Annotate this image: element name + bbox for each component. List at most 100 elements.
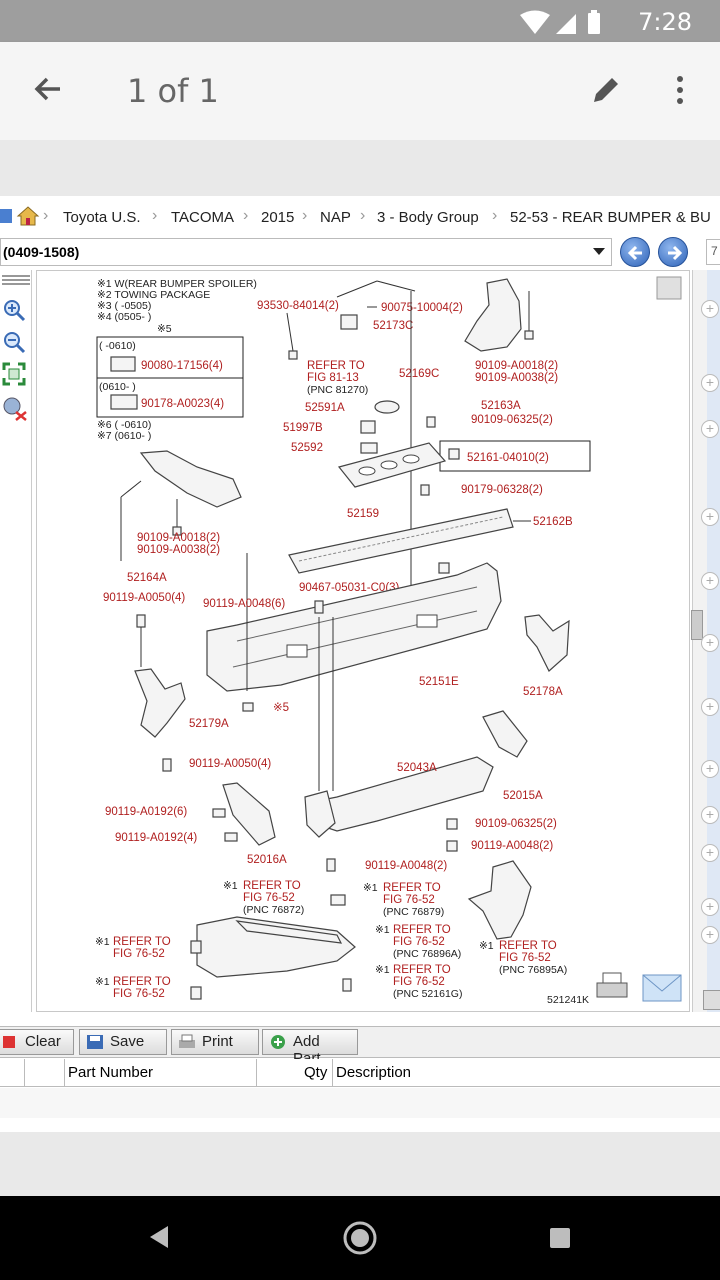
nav-back-icon[interactable] [146, 1222, 174, 1257]
refer-text[interactable]: FIG 76-52 [383, 894, 435, 906]
expand-icon[interactable]: + [701, 508, 719, 526]
breadcrumb-item[interactable]: Toyota U.S. [63, 209, 141, 226]
part-label[interactable]: 52016A [247, 854, 287, 866]
refer-text[interactable]: FIG 76-52 [113, 948, 165, 960]
email-icon[interactable] [642, 974, 682, 1002]
part-label[interactable]: 90075-10004(2) [381, 302, 463, 314]
legend-part[interactable]: 90178-A0023(4) [141, 398, 224, 410]
arrow-left-icon[interactable] [30, 74, 66, 109]
pen-icon[interactable] [588, 72, 624, 113]
refer-text[interactable]: FIG 76-52 [393, 936, 445, 948]
collapse-panel-handle[interactable] [691, 610, 703, 640]
fullscreen-icon[interactable] [656, 276, 682, 300]
printer-icon[interactable] [596, 972, 628, 998]
part-label[interactable]: 52161-04010(2) [467, 452, 549, 464]
window-icon[interactable] [0, 206, 12, 230]
legend-part[interactable]: 90080-17156(4) [141, 360, 223, 372]
more-vert-icon[interactable] [672, 74, 688, 111]
expand-icon[interactable]: + [701, 698, 719, 716]
refer-text[interactable]: FIG 81-13 [307, 372, 359, 384]
expand-icon[interactable]: + [701, 806, 719, 824]
part-label[interactable]: 90119-A0050(4) [103, 592, 185, 604]
column-description[interactable]: Description [336, 1064, 412, 1081]
refer-text[interactable]: REFER TO [307, 360, 365, 372]
print-button[interactable]: Print [171, 1029, 259, 1055]
column-part-number[interactable]: Part Number [68, 1064, 154, 1081]
part-label[interactable]: 52179A [189, 718, 229, 730]
refer-text[interactable]: REFER TO [499, 940, 557, 952]
part-label[interactable]: 90119-A0048(2) [471, 840, 553, 852]
breadcrumb-item[interactable]: 52-53 - REAR BUMPER & BU [510, 209, 711, 226]
fit-screen-icon[interactable] [2, 362, 26, 386]
date-range-select[interactable]: (0409-1508) [0, 238, 612, 266]
prev-figure-button[interactable] [620, 237, 650, 267]
part-label[interactable]: 52151E [419, 676, 459, 688]
home-icon[interactable] [16, 205, 40, 231]
expand-icon[interactable]: + [701, 898, 719, 916]
scroll-left-arrow[interactable] [703, 990, 720, 1010]
nav-recents-icon[interactable] [548, 1226, 572, 1255]
breadcrumb-item[interactable]: TACOMA [171, 209, 235, 226]
part-label[interactable]: 52173C [373, 320, 413, 332]
part-label[interactable]: 52043A [397, 762, 437, 774]
refer-text[interactable]: REFER TO [393, 964, 451, 976]
part-label[interactable]: 51997B [283, 422, 323, 434]
part-label[interactable]: 52159 [347, 508, 379, 520]
breadcrumb-item[interactable]: 3 - Body Group [377, 209, 479, 226]
menu-lines-icon[interactable] [2, 274, 30, 288]
save-button[interactable]: Save [79, 1029, 167, 1055]
refer-text[interactable]: REFER TO [383, 882, 441, 894]
part-label[interactable]: 52169C [399, 368, 439, 380]
part-label[interactable]: 90109-06325(2) [471, 414, 553, 426]
refer-text[interactable]: FIG 76-52 [499, 952, 551, 964]
part-label[interactable]: 90119-A0192(4) [115, 832, 197, 844]
zoom-out-icon[interactable] [2, 330, 26, 354]
expand-icon[interactable]: + [701, 926, 719, 944]
column-qty[interactable]: Qty [304, 1064, 328, 1081]
part-label[interactable]: 90119-A0050(4) [189, 758, 271, 770]
part-label[interactable]: 90119-A0192(6) [105, 806, 187, 818]
refer-text[interactable]: REFER TO [393, 924, 451, 936]
refer-text[interactable]: REFER TO [113, 976, 171, 988]
part-label[interactable]: 90179-06328(2) [461, 484, 543, 496]
refer-text[interactable]: REFER TO [243, 880, 301, 892]
part-label[interactable]: 90109-A0038(2) [137, 544, 220, 556]
expand-icon[interactable]: + [701, 572, 719, 590]
refer-text[interactable]: REFER TO [113, 936, 171, 948]
parts-diagram[interactable]: ※1 W(REAR BUMPER SPOILER) ※2 TOWING PACK… [36, 270, 690, 1012]
part-label[interactable]: 52591A [305, 402, 345, 414]
expand-icon[interactable]: + [701, 844, 719, 862]
part-label[interactable]: 90109-A0018(2) [475, 360, 558, 372]
part-label[interactable]: 93530-84014(2) [257, 300, 339, 312]
reset-zoom-icon[interactable] [2, 396, 27, 421]
zoom-in-icon[interactable] [2, 298, 26, 322]
expand-icon[interactable]: + [701, 420, 719, 438]
part-label[interactable]: 52163A [481, 400, 521, 412]
expand-icon[interactable]: + [701, 760, 719, 778]
part-label[interactable]: 90109-A0038(2) [475, 372, 558, 384]
part-label[interactable]: 90109-06325(2) [475, 818, 557, 830]
part-label[interactable]: 52162B [533, 516, 573, 528]
expand-icon[interactable]: + [701, 300, 719, 318]
expand-icon[interactable]: + [701, 634, 719, 652]
page-number-box[interactable]: 7 [706, 239, 720, 265]
breadcrumb-item[interactable]: 2015 [261, 209, 295, 226]
refer-text[interactable]: FIG 76-52 [393, 976, 445, 988]
part-label[interactable]: 90109-A0018(2) [137, 532, 220, 544]
clear-button[interactable]: Clear [0, 1029, 74, 1055]
part-label[interactable]: 90467-05031-C0(3) [299, 582, 400, 594]
part-label[interactable]: 52592 [291, 442, 323, 454]
next-figure-button[interactable] [658, 237, 688, 267]
refer-text[interactable]: FIG 76-52 [243, 892, 295, 904]
part-label[interactable]: 52178A [523, 686, 563, 698]
part-label[interactable]: 52015A [503, 790, 543, 802]
refer-text[interactable]: FIG 76-52 [113, 988, 165, 1000]
part-label[interactable]: 90119-A0048(6) [203, 598, 285, 610]
expand-icon[interactable]: + [701, 374, 719, 392]
add-part-button[interactable]: Add Part [262, 1029, 358, 1067]
breadcrumb-item[interactable]: NAP [320, 209, 351, 226]
nav-home-icon[interactable] [342, 1220, 378, 1261]
document-viewer[interactable]: › Toyota U.S. › TACOMA › 2015 › NAP › 3 … [0, 140, 720, 1196]
part-label[interactable]: 90119-A0048(2) [365, 860, 447, 872]
part-label[interactable]: 52164A [127, 572, 167, 584]
